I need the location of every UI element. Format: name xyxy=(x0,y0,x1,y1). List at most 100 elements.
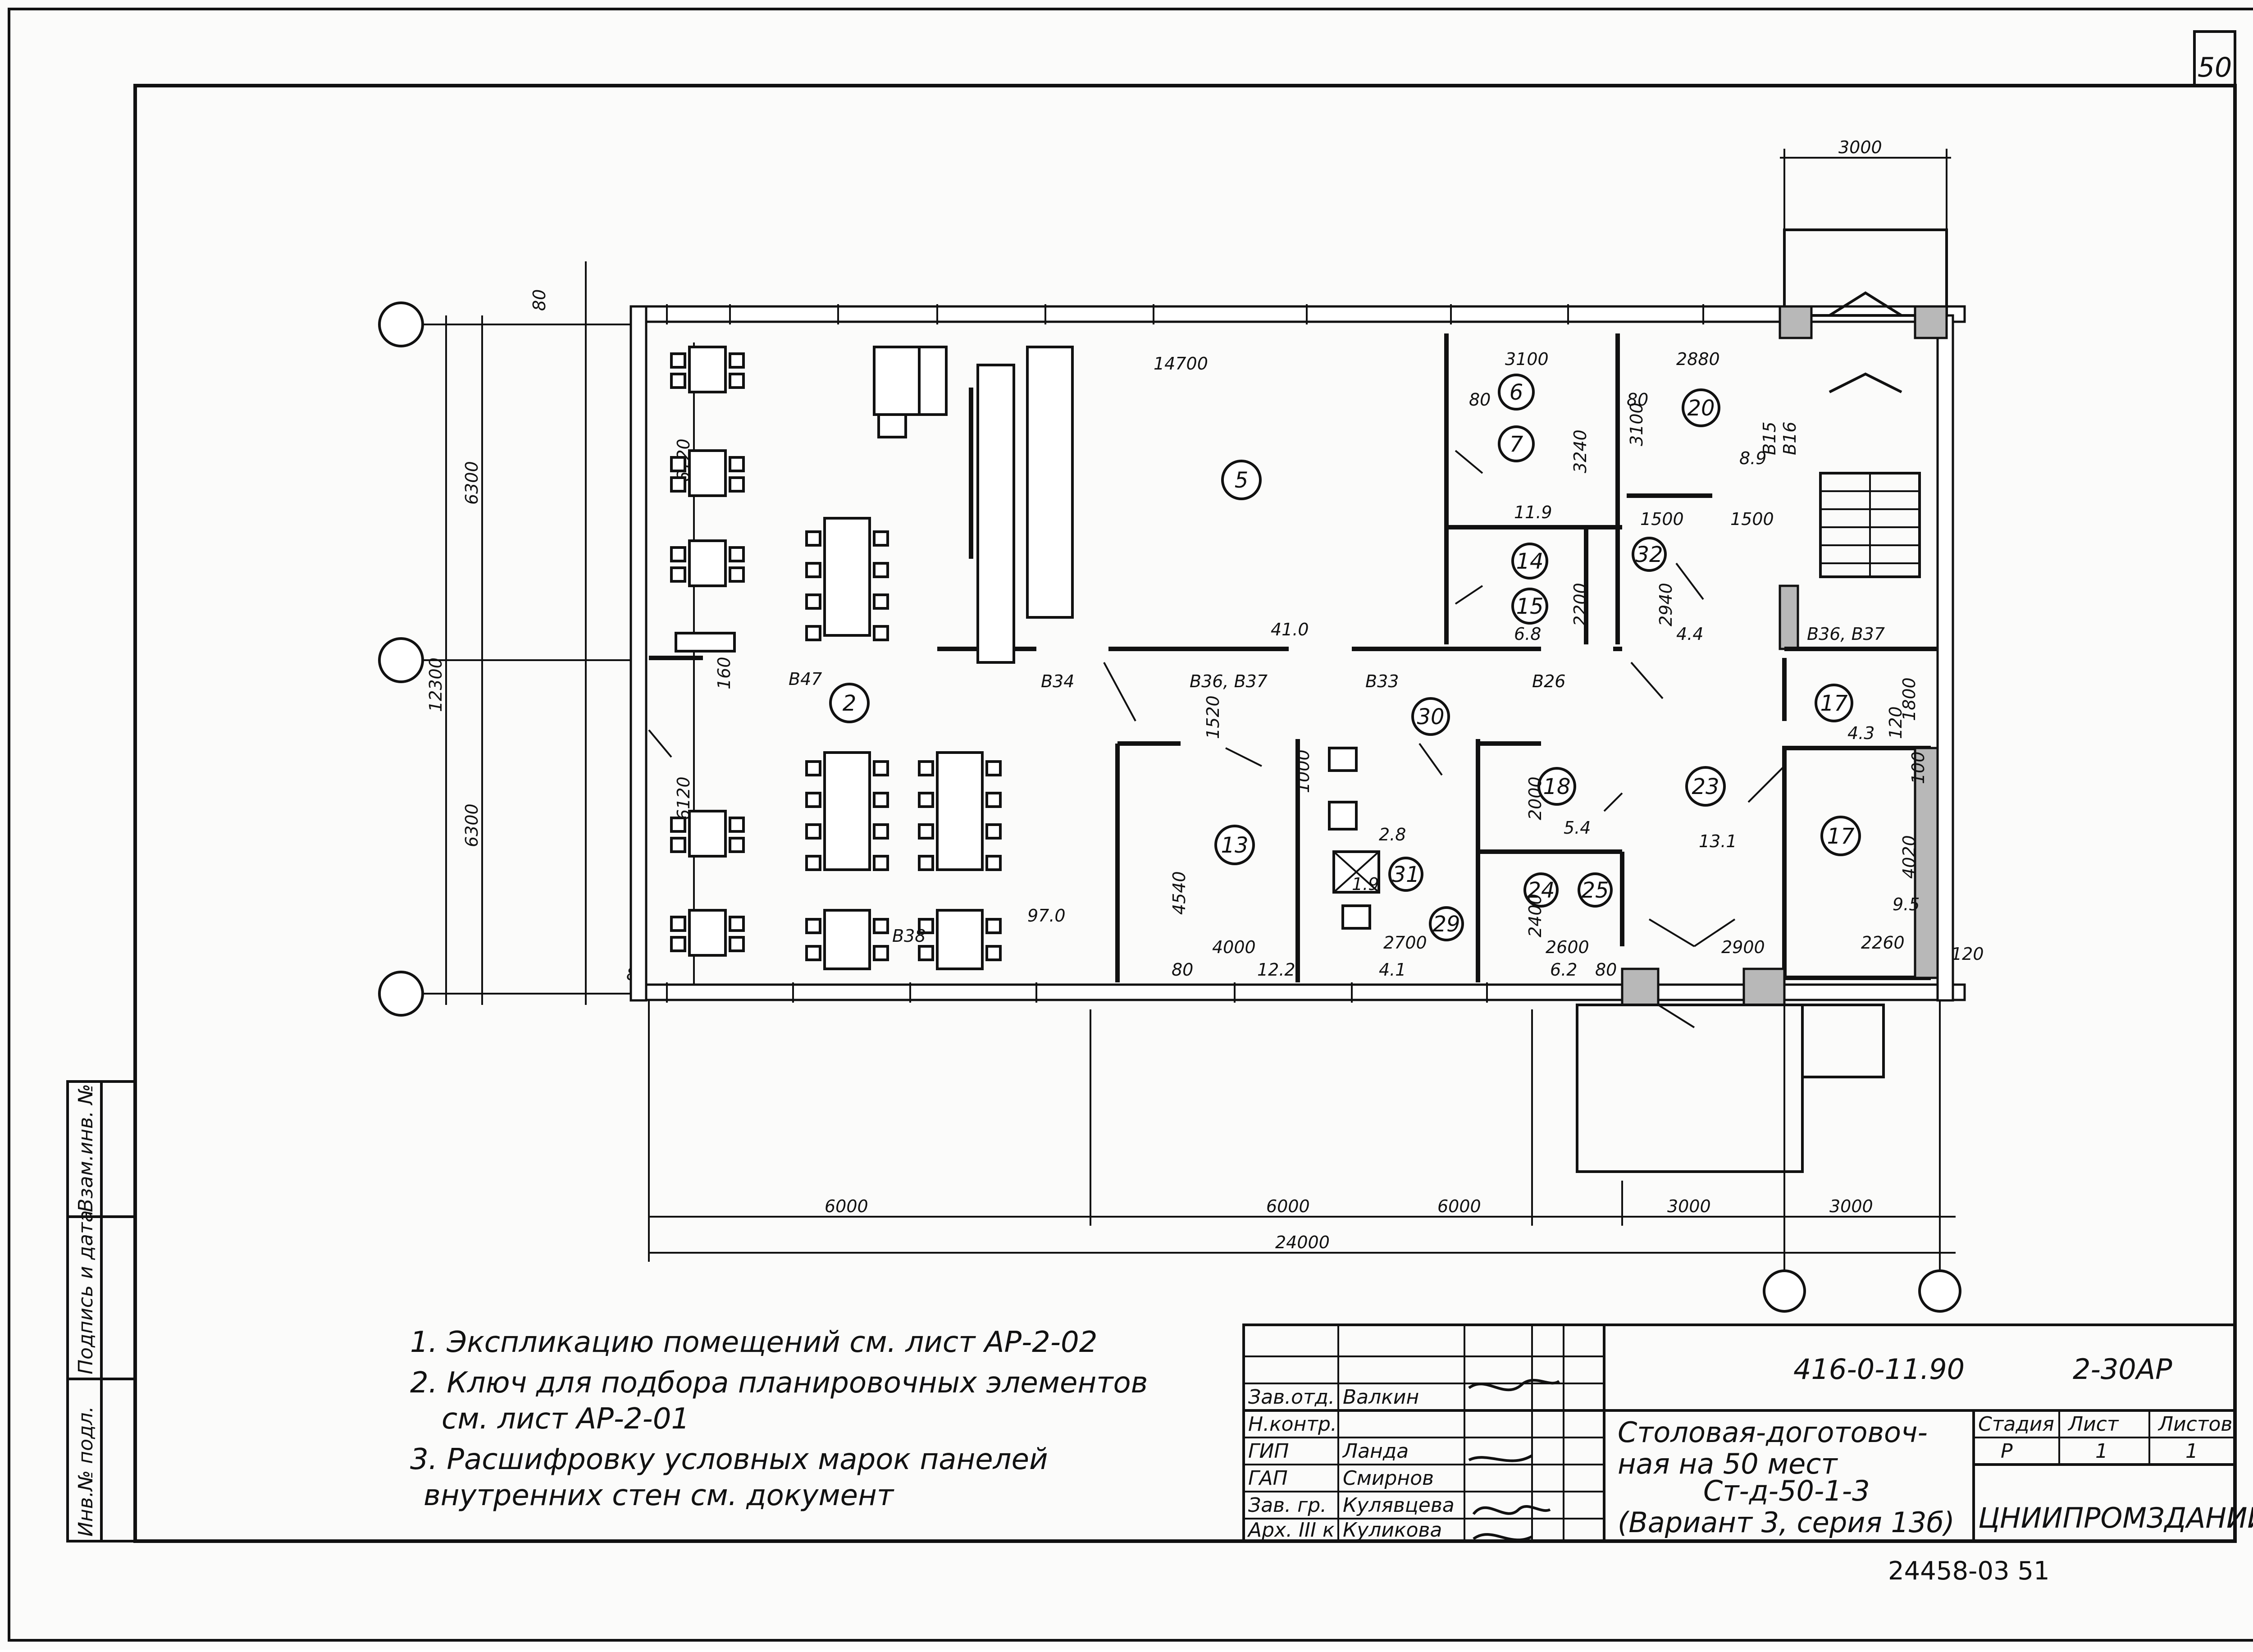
dim-3240: 3240 xyxy=(1570,429,1590,473)
dim-100: 100 xyxy=(1908,751,1928,784)
value-sheets: 1 xyxy=(2185,1440,2198,1463)
signer-name-3: Ланда xyxy=(1342,1440,1409,1463)
title-line-3: Ст-д-50-1-3 xyxy=(1703,1474,1870,1507)
note-3: 3. Расшифровку условных марок панелей xyxy=(410,1443,1048,1476)
dim-bottom-2: 6000 xyxy=(1266,1196,1310,1216)
area-97-0: 97.0 xyxy=(1027,906,1066,926)
mark-b33: В33 xyxy=(1365,671,1399,691)
dim-80-room13: 80 xyxy=(1172,960,1193,980)
dim-bottom-1: 6000 xyxy=(825,1196,868,1216)
room-7: 7 xyxy=(1510,432,1523,457)
dim-2880: 2880 xyxy=(1676,349,1720,369)
area-12-2: 12.2 xyxy=(1257,960,1295,980)
area-6-8: 6.8 xyxy=(1514,624,1541,644)
room-32: 32 xyxy=(1635,542,1663,567)
dim-total: 24000 xyxy=(1275,1232,1330,1252)
dim-3100-a: 3100 xyxy=(1505,349,1549,369)
axis-circle-c xyxy=(378,971,424,1017)
mark-b36-b37-a: В36, В37 xyxy=(1190,671,1268,691)
drawing-code: 2-30АР xyxy=(2073,1353,2172,1386)
room-2: 2 xyxy=(843,691,857,716)
dim-2700: 2700 xyxy=(1383,933,1427,953)
bottom-dimensions: 6000 6000 6000 3000 3000 24000 xyxy=(648,991,1956,1262)
dim-4540: 4540 xyxy=(1169,871,1189,915)
dim-6300-bottom: 6300 xyxy=(462,803,482,847)
side-stamp-replace: Взам.инв. № xyxy=(74,1084,97,1212)
dim-120-a: 120 xyxy=(1886,706,1906,739)
exterior-walls xyxy=(629,304,1966,1003)
side-stamp: Взам.инв. № Подпись и дата Инв.№ подл. xyxy=(66,1080,137,1542)
note-3-cont: внутренних стен см. документ xyxy=(424,1479,894,1512)
value-sheet: 1 xyxy=(2095,1440,2108,1463)
dim-bottom-4: 3000 xyxy=(1667,1196,1711,1216)
signer-name-5: Кулявцева xyxy=(1343,1494,1455,1517)
room-14: 14 xyxy=(1516,549,1543,574)
room-31: 31 xyxy=(1392,862,1419,887)
dim-top-3000: 3000 xyxy=(1838,137,1882,157)
area-2-8: 2.8 xyxy=(1379,825,1406,844)
room-5: 5 xyxy=(1235,468,1249,493)
room-6: 6 xyxy=(1510,380,1523,405)
signer-name-6: Куликова xyxy=(1343,1519,1442,1542)
table-group-center-top xyxy=(805,517,889,641)
room-numbers: 2 5 6 7 14 15 20 32 13 18 23 17 17 24 25… xyxy=(829,374,1861,941)
signature-1 xyxy=(1468,1378,1560,1392)
room-24: 24 xyxy=(1527,878,1555,903)
note-2-cont: см. лист АР-2-01 xyxy=(442,1402,689,1436)
mark-b16: В16 xyxy=(1780,422,1800,455)
dim-120-b: 120 xyxy=(1951,944,1984,964)
room-15: 15 xyxy=(1516,594,1543,619)
header-sheets: Листов xyxy=(2157,1413,2232,1436)
area-6-2: 6.2 xyxy=(1550,960,1577,980)
dim-bottom-5: 3000 xyxy=(1829,1196,1873,1216)
dim-12300: 12300 xyxy=(426,657,446,712)
sheet-number: 50 xyxy=(2198,52,2232,83)
note-2: 2. Ключ для подбора планировочных элемен… xyxy=(410,1366,1148,1400)
dim-2260: 2260 xyxy=(1861,933,1905,953)
signer-name-4: Смирнов xyxy=(1343,1467,1434,1490)
room-29: 29 xyxy=(1432,912,1460,937)
interior-partitions xyxy=(649,333,1939,1173)
title-block: 416-0-11.90 2-30АР Столовая-доготовоч- н… xyxy=(1242,1323,2253,1542)
dim-2900: 2900 xyxy=(1721,937,1765,957)
signer-name-1: Валкин xyxy=(1343,1386,1419,1409)
dim-80-top: 80 xyxy=(529,289,549,311)
dim-2600: 2600 xyxy=(1546,937,1589,957)
kitchen-equipment xyxy=(873,346,1074,664)
dim-3100-b: 3100 xyxy=(1627,402,1646,446)
area-4-3: 4.3 xyxy=(1847,723,1874,743)
table-group-left-top xyxy=(670,346,745,653)
dining-furniture xyxy=(670,346,1002,970)
dim-80-room6: 80 xyxy=(1469,390,1491,410)
mark-b36-b37-b: В36, В37 xyxy=(1807,624,1885,644)
dim-2400: 2400 xyxy=(1525,894,1545,937)
stair-tower xyxy=(1779,228,1948,650)
signature-3 xyxy=(1472,1505,1551,1515)
mark-b26: В26 xyxy=(1532,671,1565,691)
mark-b15: В15 xyxy=(1760,422,1779,455)
mark-b47: В47 xyxy=(789,669,822,689)
side-stamp-sign: Подпись и дата xyxy=(74,1210,97,1374)
signer-role-3: ГИП xyxy=(1248,1440,1289,1463)
axis-circle-b xyxy=(378,637,424,683)
dim-2000: 2000 xyxy=(1525,776,1545,820)
sheet-number-box xyxy=(2193,30,2236,87)
area-11-9: 11.9 xyxy=(1514,502,1552,522)
panel-marks: В47 В34 В36, В37 В33 В26 В36, В37 В15 В1… xyxy=(789,422,1885,946)
signer-role-1: Зав.отд. xyxy=(1248,1386,1335,1409)
mark-b34: В34 xyxy=(1041,671,1074,691)
room-23: 23 xyxy=(1692,774,1719,799)
dim-1500-b: 1500 xyxy=(1730,509,1774,529)
axis-markers xyxy=(378,301,1961,1313)
sanitary-block xyxy=(1328,747,1380,930)
interior-dimensions: 14700 3100 2880 3100 3240 2200 2940 1500… xyxy=(1154,349,1984,980)
dim-80-room25: 80 xyxy=(1595,960,1617,980)
axis-circle-e xyxy=(1918,1269,1961,1313)
note-1: 1. Экспликацию помещений см. лист АР-2-0… xyxy=(410,1326,1097,1359)
value-stage: Р xyxy=(2001,1440,2013,1463)
dim-1500-a: 1500 xyxy=(1640,509,1684,529)
table-group-center-bottom xyxy=(805,751,1002,970)
table-group-left-bottom xyxy=(670,810,745,957)
axis-circle-d xyxy=(1763,1269,1806,1313)
dim-1800: 1800 xyxy=(1899,677,1919,721)
